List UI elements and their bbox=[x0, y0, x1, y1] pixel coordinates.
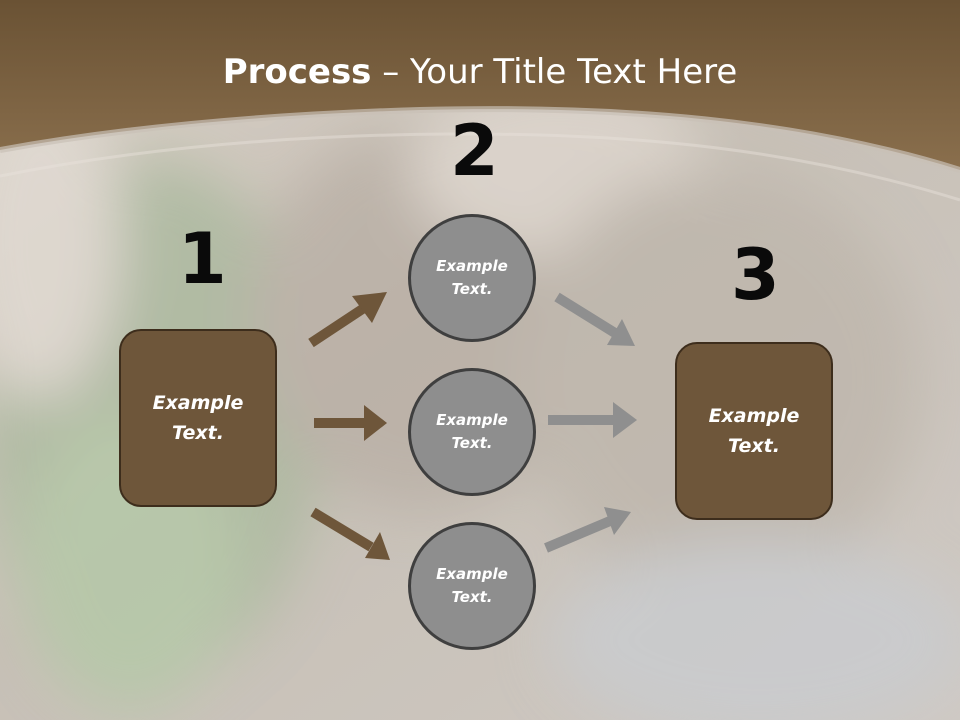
title-rest: – Your Title Text Here bbox=[371, 52, 738, 92]
step-3-line2: Text. bbox=[728, 435, 780, 457]
step-1-line1: Example bbox=[152, 392, 244, 414]
circle-top-line1: Example bbox=[436, 257, 508, 275]
step-number-1: 1 bbox=[178, 218, 227, 300]
step-number-2: 2 bbox=[450, 110, 499, 192]
step-3-line1: Example bbox=[708, 405, 800, 427]
circle-top-line2: Text. bbox=[451, 280, 493, 298]
title-bold: Process bbox=[222, 52, 372, 92]
circle-middle-line2: Text. bbox=[451, 434, 493, 452]
slide-title: Process – Your Title Text Here bbox=[0, 52, 960, 92]
circle-middle-line1: Example bbox=[436, 411, 508, 429]
step-number-3: 3 bbox=[731, 234, 780, 316]
circle-bottom-line1: Example bbox=[436, 565, 508, 583]
circle-bottom-line2: Text. bbox=[451, 588, 493, 606]
step-1-line2: Text. bbox=[172, 422, 224, 444]
